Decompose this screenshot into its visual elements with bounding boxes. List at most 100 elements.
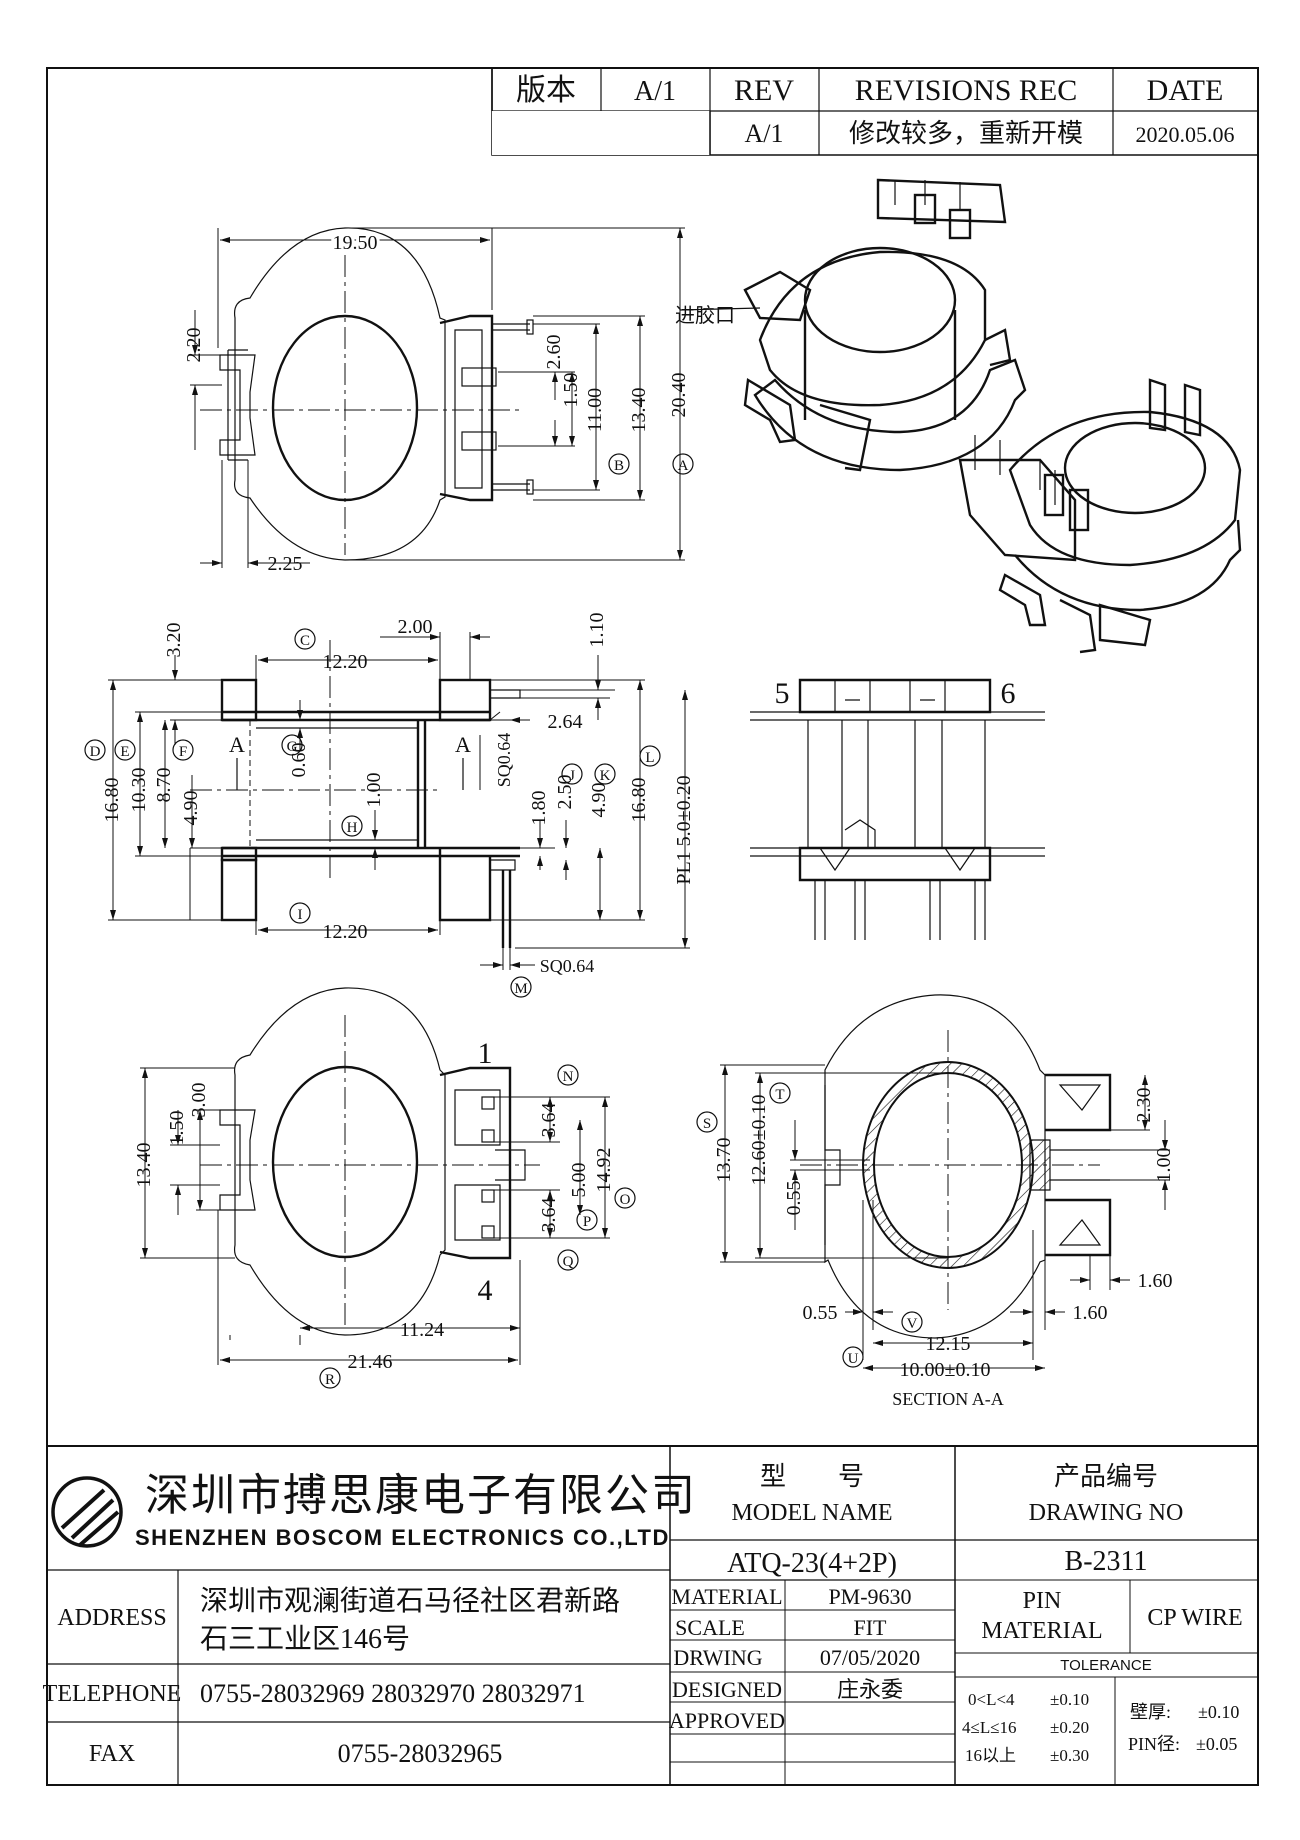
balloon-j-label: J — [569, 768, 575, 784]
dim-d-pl: PL1 5.0±0.20 — [673, 775, 695, 884]
balloon-a — [672, 453, 694, 475]
dim-d-16-80-right: 16.80 — [628, 778, 650, 823]
balloon-t — [769, 1082, 791, 1104]
balloon-c — [294, 628, 316, 650]
dim-d-4-90-left: 4.90 — [180, 791, 202, 826]
address-line-1: 深圳市观澜街道石马径社区君新路 — [200, 1585, 620, 1617]
drwing-value: 07/05/2020 — [820, 1645, 920, 1670]
drwing-label: DRWING — [673, 1645, 762, 1670]
designed-value: 庄永委 — [837, 1677, 903, 1702]
balloon-r-label: R — [325, 1372, 335, 1388]
dim-width: 19.50 — [333, 232, 378, 254]
balloon-h — [341, 815, 363, 837]
dim-13-40-bottom: 13.40 — [133, 1143, 155, 1188]
version-label: 版本 — [516, 74, 576, 107]
dim-1-50-bottom: 1.50 — [166, 1111, 188, 1146]
tol-row1-value: ±0.10 — [1050, 1690, 1089, 1709]
fax-label: FAX — [89, 1741, 135, 1767]
balloon-m-label: M — [514, 981, 527, 997]
rev-value: A/1 — [745, 119, 784, 148]
dim-d-2-50: 2.50 — [554, 775, 576, 810]
drawing-value: B-2311 — [1065, 1546, 1148, 1577]
balloon-s — [696, 1111, 718, 1133]
tol-row3-range: 16以上 — [965, 1746, 1016, 1765]
balloon-j — [561, 763, 583, 785]
dim-3-64-upper: 3.64 — [538, 1103, 560, 1138]
balloon-v-label: V — [907, 1316, 918, 1332]
balloon-n — [557, 1064, 579, 1086]
scale-label: SCALE — [675, 1615, 745, 1640]
balloon-e-label: E — [120, 744, 129, 760]
company-name-en: SHENZHEN BOSCOM ELECTRONICS CO.,LTD — [135, 1525, 670, 1550]
telephone-label: TELEPHONE — [43, 1681, 182, 1707]
pin-dia-label: PIN径: — [1128, 1734, 1180, 1754]
bottom-view: 1 4 13.40 1.50 3.00 3.64 3.64 5.00 14.92… — [133, 987, 636, 1389]
pin-material-value: CP WIRE — [1147, 1605, 1242, 1631]
balloon-i — [289, 902, 311, 924]
balloon-g — [281, 734, 303, 756]
pin-label-6: 6 — [1001, 677, 1016, 710]
dim-0-55-h: 0.55 — [803, 1302, 838, 1324]
balloon-s-label: S — [703, 1116, 711, 1132]
rev-header: REV — [734, 74, 794, 107]
balloon-p-label: P — [583, 1214, 591, 1230]
dim-i-12-20: 12.20 — [323, 921, 368, 943]
wall-label: 壁厚: — [1130, 1702, 1171, 1722]
drawing-label-en: DRAWING NO — [1029, 1500, 1184, 1526]
balloon-c-label: C — [300, 633, 310, 649]
balloon-g-label: G — [287, 739, 298, 755]
section-marker-left: A — [229, 732, 245, 757]
wall-value: ±0.10 — [1198, 1702, 1239, 1722]
tol-row2-value: ±0.20 — [1050, 1718, 1089, 1737]
dim-1-60-low: 1.60 — [1073, 1302, 1108, 1324]
dim-5-00-bottom: 5.00 — [568, 1163, 590, 1198]
dim-3-00-bottom: 3.00 — [188, 1083, 210, 1118]
balloon-d — [84, 739, 106, 761]
tol-row1-range: 0<L<4 — [968, 1690, 1015, 1709]
material-value: PM-9630 — [828, 1584, 911, 1609]
dim-d-10-30: 10.30 — [128, 768, 150, 813]
dim-c-12-20: 12.20 — [323, 651, 368, 673]
dim-21-46: 21.46 — [348, 1351, 393, 1373]
section-marker-right: A — [455, 732, 471, 757]
dim-sq-lower: SQ0.64 — [540, 956, 595, 976]
balloon-r — [319, 1367, 341, 1389]
material-label: MATERIAL — [671, 1584, 782, 1609]
tol-row3-value: ±0.30 — [1050, 1746, 1089, 1765]
dim-13-40: 13.40 — [628, 388, 650, 433]
dim-slot-offset: 2.25 — [268, 553, 303, 575]
section-view: 13.70 12.60±0.10 0.55 S T 2.30 1.00 1.60… — [696, 994, 1175, 1409]
telephone-value: 0755-28032969 28032970 28032971 — [200, 1679, 586, 1708]
balloon-d-label: D — [90, 744, 101, 760]
dim-b: 11.00 — [584, 388, 606, 432]
address-line-2: 石三工业区146号 — [200, 1624, 410, 1655]
company-name-cn: 深圳市搏思康电子有限公司 — [145, 1471, 697, 1520]
date-value: 2020.05.06 — [1136, 122, 1235, 147]
dim-pin-pitch-inner: 1.50 — [560, 373, 582, 408]
scale-value: FIT — [854, 1615, 888, 1640]
tol-row2-range: 4≤L≤16 — [962, 1718, 1017, 1737]
dim-d-1-80: 1.80 — [528, 791, 550, 826]
dim-3-64-lower: 3.64 — [538, 1198, 560, 1233]
drawing-label-cn: 产品编号 — [1054, 1462, 1158, 1491]
balloon-i-label: I — [298, 907, 303, 923]
pin-label-1: 1 — [478, 1037, 493, 1070]
dim-pin-pitch-small: 2.60 — [543, 335, 565, 370]
model-label-cn: 型 号 — [760, 1462, 864, 1491]
pin-dia-value: ±0.05 — [1196, 1734, 1237, 1754]
dim-13-70: 13.70 — [713, 1138, 735, 1183]
dim-1-60-right: 1.60 — [1138, 1270, 1173, 1292]
revisions-value: 修改较多，重新开模 — [849, 119, 1083, 148]
dim-d-4-90-right: 4.90 — [588, 783, 610, 818]
pin-label-5: 5 — [775, 677, 790, 710]
tolerance-label: TOLERANCE — [1060, 1657, 1151, 1674]
balloon-o-label: O — [620, 1192, 631, 1208]
dim-slot-height: 2.20 — [183, 328, 205, 363]
dim-12-15: 12.15 — [926, 1333, 971, 1355]
balloon-q — [557, 1249, 579, 1271]
dim-11-24: 11.24 — [400, 1319, 444, 1341]
dim-12-60: 12.60±0.10 — [748, 1095, 770, 1186]
pin-material-label-1: PIN — [1023, 1588, 1062, 1614]
dim-0-55-v: 0.55 — [783, 1181, 805, 1216]
